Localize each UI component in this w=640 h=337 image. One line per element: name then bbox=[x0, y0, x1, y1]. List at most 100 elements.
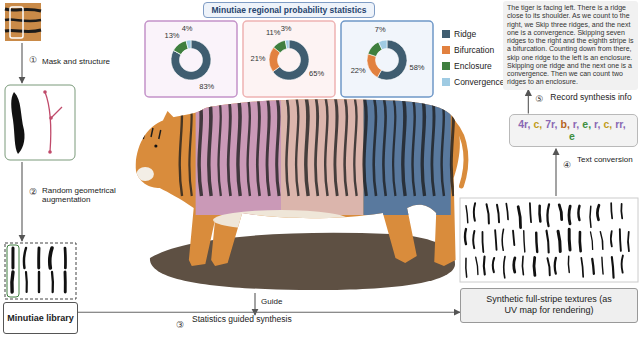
fur-thumbnail-part bbox=[10, 7, 23, 38]
tiger-part-part bbox=[213, 210, 349, 230]
legend-swatch bbox=[442, 46, 450, 54]
minutia-shape bbox=[11, 248, 14, 268]
texture-stripe bbox=[558, 231, 560, 251]
texture-stripe bbox=[569, 206, 570, 224]
texture-stripe bbox=[610, 231, 613, 246]
tiger-stripe bbox=[422, 98, 424, 196]
donut bbox=[269, 40, 309, 80]
stripe-texture bbox=[465, 203, 629, 278]
panel-title-box: Minutiae regional probability statistics bbox=[203, 2, 376, 18]
percentage-label: 13% bbox=[164, 31, 179, 40]
minutia-shape bbox=[64, 248, 67, 268]
step-label: Guide bbox=[261, 297, 282, 306]
legend-text: Enclosure bbox=[454, 61, 492, 71]
library-highlight bbox=[7, 245, 19, 297]
step-label: Random geometrical augmentation bbox=[42, 186, 124, 204]
texture-frame bbox=[460, 198, 638, 282]
minutia-shape bbox=[38, 272, 40, 292]
code-token: r, bbox=[594, 118, 600, 131]
donut-slice bbox=[367, 54, 381, 78]
texture-stripe bbox=[533, 258, 537, 276]
tiger-part-part bbox=[281, 93, 363, 215]
tiger-stripe bbox=[159, 130, 161, 139]
mask-figure-part bbox=[49, 116, 53, 120]
texture-stripe bbox=[581, 258, 583, 277]
tiger-stripe bbox=[442, 98, 444, 196]
tiger-stripe bbox=[345, 98, 347, 196]
tiger bbox=[126, 93, 466, 273]
donut-slice bbox=[273, 40, 309, 80]
code-token: c, bbox=[533, 118, 542, 131]
minutia-shape bbox=[51, 272, 54, 292]
tiger-stripe bbox=[393, 98, 395, 196]
step-number: ⑤ bbox=[535, 94, 543, 104]
percentage-label: 22% bbox=[351, 67, 366, 76]
mask-figure bbox=[5, 85, 75, 160]
code-token: 4r, bbox=[518, 118, 530, 131]
texture-stripe bbox=[538, 206, 541, 222]
code-token: 7r, bbox=[545, 118, 557, 131]
library-label-box: Minutiae library bbox=[3, 302, 78, 334]
texture-stripe bbox=[530, 203, 531, 222]
mask-figure-part bbox=[48, 150, 52, 154]
tiger-stripe bbox=[238, 98, 240, 196]
donut-slice bbox=[186, 40, 191, 49]
donut-charts bbox=[145, 21, 433, 97]
minutiae-shapes bbox=[12, 248, 66, 292]
texture-stripe bbox=[600, 232, 603, 250]
tiger-stripe bbox=[228, 98, 230, 196]
tiger-stripe bbox=[354, 98, 356, 196]
donut-slice bbox=[377, 40, 407, 80]
tiger-part bbox=[126, 93, 466, 273]
donut-slice bbox=[378, 40, 387, 50]
percentage-label: 65% bbox=[309, 70, 324, 79]
donut-slice bbox=[285, 40, 289, 49]
flow-arrow bbox=[528, 90, 529, 114]
minutia-shape bbox=[24, 248, 26, 268]
percentage-label: 83% bbox=[199, 82, 214, 91]
percentage-label: 7% bbox=[375, 25, 386, 34]
step-arrow bbox=[555, 149, 556, 196]
texture-stripe bbox=[597, 205, 599, 220]
texture-stripe bbox=[555, 258, 556, 274]
mask-figure-part bbox=[51, 107, 62, 118]
donut-panel bbox=[243, 21, 335, 97]
texture-stripe bbox=[476, 257, 478, 274]
donut-slice bbox=[173, 41, 188, 55]
tiger-part-part bbox=[363, 93, 450, 215]
mask-figure-part bbox=[5, 85, 75, 160]
texture-stripe bbox=[535, 233, 538, 252]
donut-panel bbox=[341, 21, 433, 97]
texture-stripe bbox=[612, 257, 614, 278]
tiger-stripe bbox=[286, 98, 288, 196]
donut-panel bbox=[145, 21, 237, 97]
step-arrow bbox=[21, 162, 22, 241]
texture-stripe bbox=[465, 258, 467, 277]
texture-stripe bbox=[493, 258, 494, 272]
texture-stripe bbox=[473, 231, 474, 248]
texture-stripe bbox=[506, 204, 508, 220]
texture-stripe bbox=[620, 229, 621, 251]
donut-slice bbox=[274, 40, 287, 52]
step-label: Text conversion bbox=[577, 155, 637, 164]
code-token: e bbox=[569, 130, 575, 143]
legend-entry: Bifurcation bbox=[442, 45, 494, 55]
donut-slice bbox=[171, 40, 211, 80]
percentage-label: 4% bbox=[182, 25, 193, 34]
tiger-stripe bbox=[143, 130, 145, 139]
mask-figure-part bbox=[45, 92, 51, 152]
output-label-box: Synthetic full-stripe textures (as UV ma… bbox=[460, 288, 638, 323]
texture-stripe bbox=[547, 231, 549, 253]
step-number: ① bbox=[29, 55, 37, 65]
node-text: The tiger is facing left. There is a rid… bbox=[507, 4, 634, 87]
legend-entry: Enclosure bbox=[442, 61, 492, 71]
code-token: c, bbox=[604, 118, 613, 131]
legend-text: Convergence bbox=[454, 77, 505, 87]
legend-swatch bbox=[442, 30, 450, 38]
tiger-stripe bbox=[180, 98, 182, 196]
texture-stripe bbox=[522, 256, 525, 274]
tiger-part-part bbox=[126, 93, 466, 273]
description-box: The tiger is facing left. There is a rid… bbox=[503, 1, 638, 90]
tiger-stripe bbox=[209, 98, 211, 196]
tiger-stripe bbox=[151, 128, 153, 137]
